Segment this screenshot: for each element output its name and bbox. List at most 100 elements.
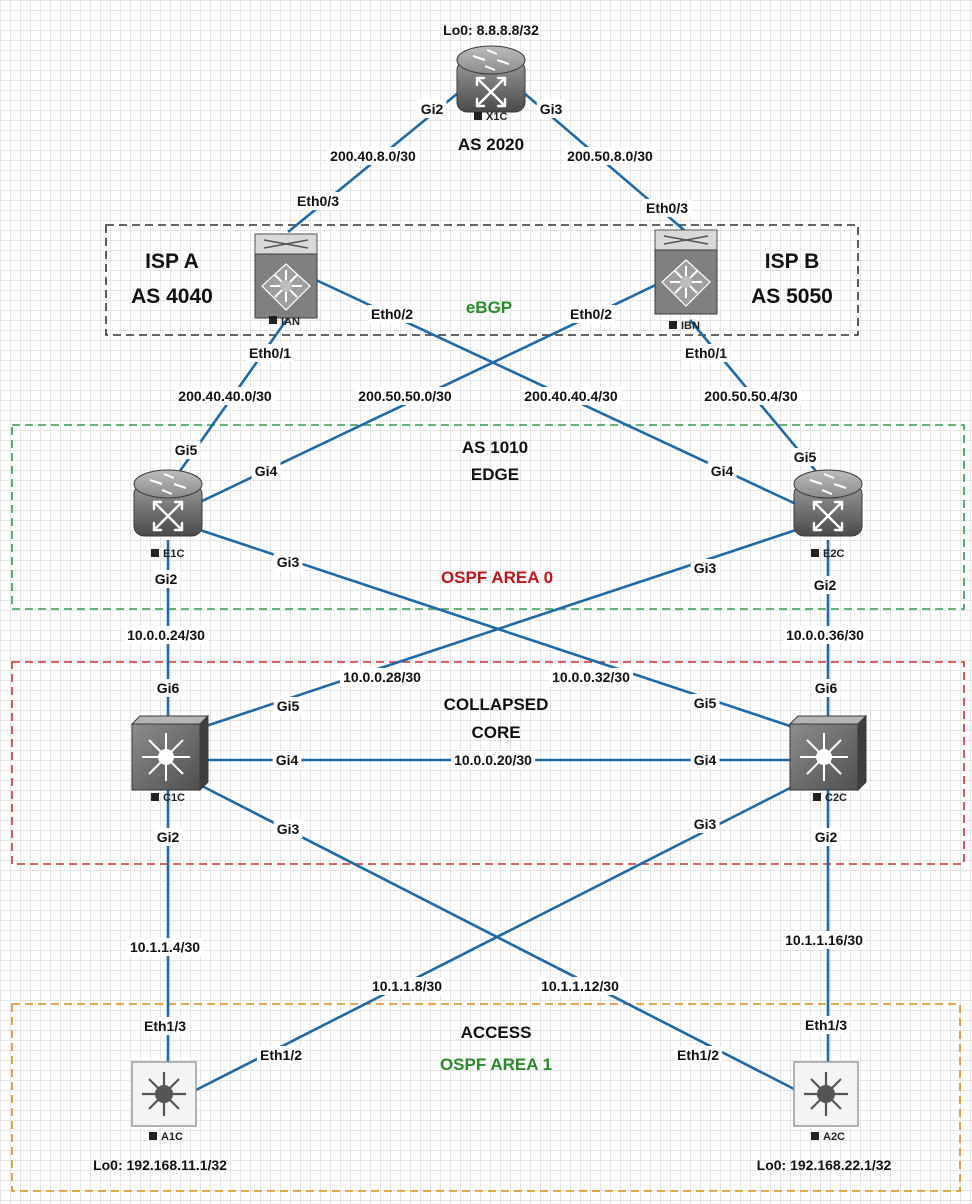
label-background	[355, 387, 455, 405]
device-label: IBN	[681, 320, 700, 332]
label-background	[153, 828, 183, 846]
interface-label: Gi3	[694, 560, 717, 576]
access-zone-box	[11, 1003, 961, 1192]
interface-label: Gi5	[794, 449, 817, 465]
interface-label: Gi2	[815, 829, 838, 845]
device-ian[interactable]: IAN	[254, 233, 318, 328]
label-background	[783, 626, 868, 644]
ebgp-label: eBGP	[466, 298, 512, 317]
interface-label: Gi4	[255, 463, 278, 479]
ospf-area-1-label: OSPF AREA 1	[440, 1055, 552, 1074]
label-background	[171, 441, 201, 459]
link-labels: Gi2 Gi3 200.40.8.0/30 200.50.8.0/30 Eth0…	[127, 101, 864, 1063]
subnet-label: 200.40.40.0/30	[178, 388, 272, 404]
interface-label: Eth0/3	[646, 200, 688, 216]
device-c1c[interactable]: C1C	[131, 715, 209, 804]
label-background	[790, 448, 820, 466]
edge-zone-title-1: AS 1010	[462, 438, 528, 457]
core-zone-box	[11, 661, 965, 865]
isp-a-as: AS 4040	[131, 285, 213, 308]
interface-label: Gi3	[277, 554, 300, 570]
interface-label: Gi6	[815, 680, 838, 696]
label-background	[521, 387, 621, 405]
router-icon	[455, 44, 527, 114]
device-e1c[interactable]: E1C	[132, 468, 204, 560]
subnet-label: 10.1.1.16/30	[785, 932, 863, 948]
subnet-label: 10.1.1.8/30	[372, 978, 442, 994]
core-zone-title-2: CORE	[471, 723, 520, 742]
label-backgrounds	[124, 100, 868, 1064]
interface-label: Gi5	[175, 442, 198, 458]
device-label: E1C	[163, 548, 184, 560]
interface-label: Gi2	[421, 101, 444, 117]
device-a2c[interactable]: A2C	[792, 1060, 860, 1143]
interface-label: Gi5	[694, 695, 717, 711]
subnet-label: 10.0.0.20/30	[454, 752, 532, 768]
device-label: C1C	[163, 792, 185, 804]
device-label: A1C	[161, 1131, 183, 1143]
interface-label: Eth1/2	[260, 1047, 302, 1063]
subnet-label: 10.1.1.4/30	[130, 939, 200, 955]
a2c-loopback-label: Lo0: 192.168.22.1/32	[757, 1157, 892, 1173]
label-background	[810, 576, 840, 594]
access-switch-icon	[792, 1060, 860, 1128]
device-x1c[interactable]: X1C	[455, 44, 527, 123]
edge-zone-title-2: EDGE	[471, 465, 519, 484]
label-background	[701, 387, 801, 405]
device-label: A2C	[823, 1131, 845, 1143]
isp-b-as: AS 5050	[751, 285, 833, 308]
subnet-label: 200.40.40.4/30	[524, 388, 618, 404]
subnet-label: 200.50.50.4/30	[704, 388, 798, 404]
label-background	[273, 553, 303, 571]
label-background	[124, 626, 209, 644]
label-background	[367, 305, 417, 323]
interface-label: Gi3	[694, 816, 717, 832]
label-background	[451, 751, 536, 769]
interface-label: Eth1/3	[805, 1017, 847, 1033]
label-background	[153, 679, 183, 697]
interface-label: Gi6	[157, 680, 180, 696]
a1c-loopback-label: Lo0: 192.168.11.1/32	[93, 1157, 227, 1173]
label-background	[536, 100, 566, 118]
label-background	[690, 694, 720, 712]
nexus-switch-icon	[254, 233, 318, 319]
interface-label: Eth0/3	[297, 193, 339, 209]
label-background	[782, 931, 867, 949]
subnet-label: 200.50.8.0/30	[567, 148, 653, 164]
label-background	[273, 697, 303, 715]
label-background	[256, 1046, 306, 1064]
device-ibn[interactable]: IBN	[654, 229, 718, 332]
interface-label: Eth1/2	[677, 1047, 719, 1063]
interface-label: Gi2	[814, 577, 837, 593]
interface-label: Gi3	[277, 821, 300, 837]
interface-label: Gi2	[155, 571, 178, 587]
label-background	[690, 815, 720, 833]
label-background	[564, 147, 657, 165]
multilayer-switch-icon	[131, 715, 209, 791]
isp-zone-box	[105, 224, 859, 336]
subnet-label: 10.1.1.12/30	[541, 978, 619, 994]
subnet-label: 10.0.0.32/30	[552, 669, 630, 685]
label-background	[327, 147, 420, 165]
multilayer-switch-icon	[789, 715, 867, 791]
label-background	[811, 828, 841, 846]
device-e2c[interactable]: E2C	[792, 468, 864, 560]
label-background	[681, 344, 731, 362]
x1c-as-label: AS 2020	[458, 135, 524, 154]
label-background	[549, 668, 634, 686]
label-background	[642, 199, 692, 217]
label-background	[175, 387, 275, 405]
interface-label: Eth0/2	[371, 306, 413, 322]
label-background	[140, 1017, 190, 1035]
device-c2c[interactable]: C2C	[789, 715, 867, 804]
device-a1c[interactable]: A1C	[130, 1060, 198, 1143]
isp-b-name: ISP B	[765, 250, 819, 273]
label-background	[690, 559, 720, 577]
label-background	[251, 462, 281, 480]
device-label: C2C	[825, 792, 847, 804]
interface-label: Gi4	[694, 752, 717, 768]
labels: Lo0: 8.8.8.8/32 AS 2020 ISP A AS 4040 IS…	[93, 22, 891, 1173]
label-background	[707, 462, 737, 480]
interface-label: Gi4	[711, 463, 734, 479]
label-background	[273, 820, 303, 838]
